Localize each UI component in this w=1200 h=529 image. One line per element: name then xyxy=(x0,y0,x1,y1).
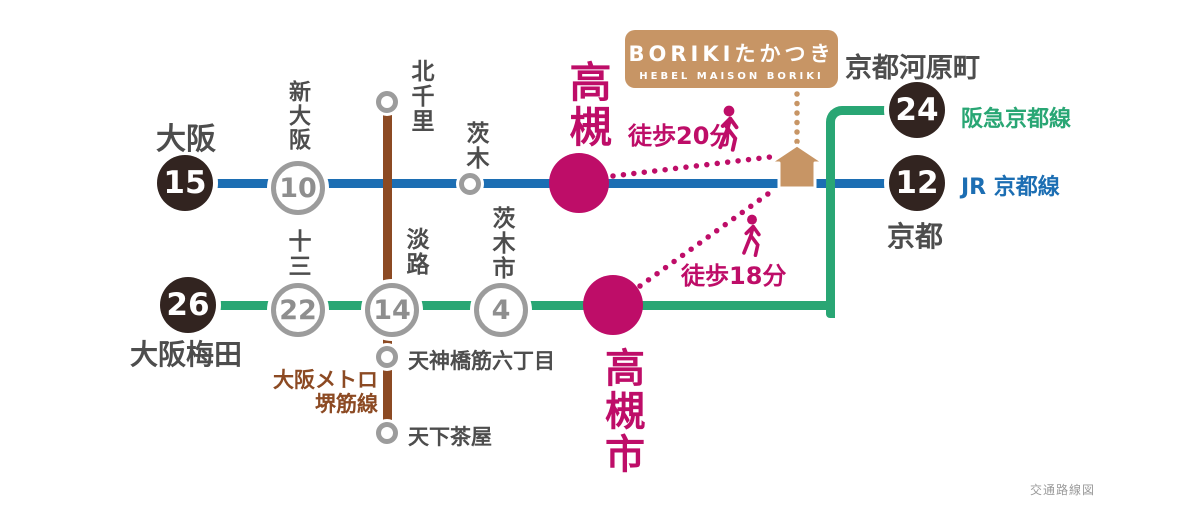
pedestrian-icon xyxy=(742,212,761,258)
walk-route-takatsuki xyxy=(610,154,773,179)
line-label-hankyu-kyoto: 阪急京都線 xyxy=(961,107,1072,132)
station-label-osaka-umeda: 大阪梅田 xyxy=(130,338,243,371)
station-label-kyoto: 京都 xyxy=(887,220,944,253)
station-label-awaji: 淡路 xyxy=(402,227,428,277)
minutes-circle-juso: 22 xyxy=(271,283,325,337)
hankyu-kyoto-line-corner xyxy=(826,106,926,318)
station-label-shin-osaka: 新大阪 xyxy=(285,80,310,152)
station-label-takatsuki: 高槻 xyxy=(563,60,612,150)
station-dot-takatsuki-shi xyxy=(583,275,643,335)
minutes-circle-kyoto-kawaramachi: 24 xyxy=(889,82,945,138)
station-label-tenjinbashisuji-6: 天神橋筋六丁目 xyxy=(408,349,555,373)
station-label-ibaraki-shi: 茨木市 xyxy=(488,206,514,281)
minutes-circle-shin-osaka: 10 xyxy=(271,161,325,215)
station-dot-ibaraki xyxy=(459,173,481,195)
osaka-metro-sakaisuji-line xyxy=(383,100,392,435)
line-label-osaka-metro: 大阪メトロ xyxy=(273,368,378,392)
minutes-circle-awaji: 14 xyxy=(365,283,419,337)
property-sign-subtitle: HEBEL MAISON BORIKI xyxy=(639,71,824,82)
minutes-circle-kyoto: 12 xyxy=(889,155,945,211)
line-label-sakaisuji: 堺筋線 xyxy=(315,392,378,416)
station-label-kyoto-kawaramachi: 京都河原町 xyxy=(845,53,980,84)
station-dot-kita-senri xyxy=(376,91,398,113)
station-label-tengachaya: 天下茶屋 xyxy=(408,425,492,449)
station-dot-tengachaya xyxy=(376,422,398,444)
line-label-osaka-metro-sakaisuji: 大阪メトロ 堺筋線 xyxy=(260,368,378,416)
station-dot-tenjinbashisuji-6 xyxy=(376,346,398,368)
station-dot-takatsuki xyxy=(549,153,609,213)
minutes-circle-ibaraki-shi: 4 xyxy=(474,283,528,337)
station-label-ibaraki: 茨木 xyxy=(462,121,488,171)
footer-credit: 交通路線図 xyxy=(1030,483,1096,497)
minutes-circle-osaka: 15 xyxy=(157,155,213,211)
station-label-osaka: 大阪 xyxy=(156,122,216,157)
station-label-kita-senri: 北千里 xyxy=(407,59,433,134)
walk-time-takatsuki-shi: 徒歩18分 xyxy=(681,262,787,290)
station-label-takatsuki-shi: 高槻市 xyxy=(598,347,644,476)
minutes-circle-osaka-umeda: 26 xyxy=(160,277,216,333)
property-sign: BORIKIたかつき HEBEL MAISON BORIKI xyxy=(625,30,838,88)
line-label-jr-kyoto: JR 京都線 xyxy=(961,175,1060,200)
walk-time-takatsuki: 徒歩20分 xyxy=(628,122,734,150)
property-sign-title: BORIKIたかつき xyxy=(628,42,835,66)
station-label-juso: 十三 xyxy=(284,229,310,279)
